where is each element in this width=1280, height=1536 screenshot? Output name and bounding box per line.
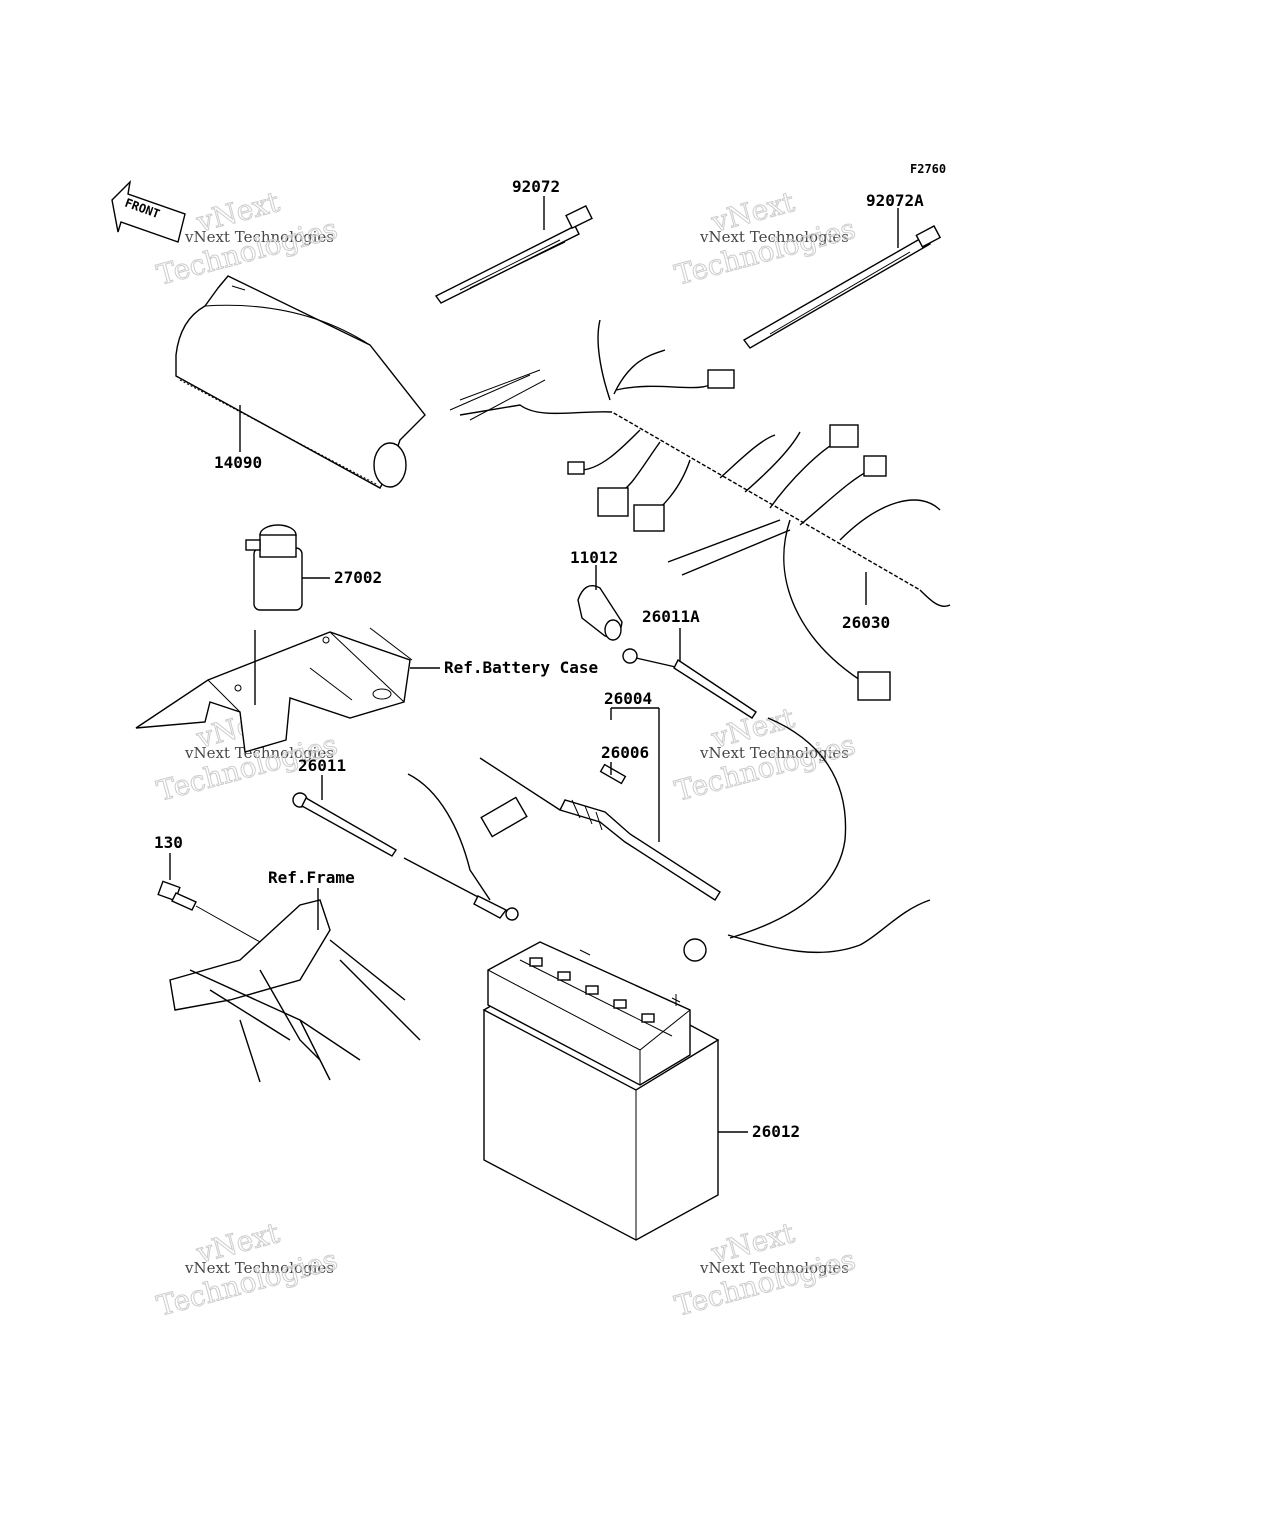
label-11012: 11012: [570, 548, 618, 567]
part-battery-cable: [683, 717, 931, 962]
label-26012: 26012: [752, 1122, 800, 1141]
label-26011: 26011: [298, 756, 346, 775]
front-arrow-icon: FRONT: [111, 179, 186, 243]
watermark-mid-right: vNext vNext Technologies Technologies: [671, 700, 860, 808]
watermark-top-right: vNext vNext Technologies Technologies: [671, 184, 860, 292]
svg-text:vNext Technologies: vNext Technologies: [699, 1259, 849, 1277]
watermark-top-left: vNext vNext Technologies Technologies: [153, 184, 342, 292]
label-92072a: 92072A: [866, 191, 924, 210]
part-14090-cover[interactable]: 14090: [175, 275, 426, 489]
ref-battery-case-label: Ref.Battery Case: [444, 658, 598, 677]
label-26006: 26006: [601, 743, 649, 762]
label-130: 130: [154, 833, 183, 852]
part-11012-boot[interactable]: 11012: [570, 548, 623, 641]
part-26030-wiring-harness[interactable]: 26030: [449, 319, 951, 701]
watermark-bottom-right: vNext vNext Technologies Technologies: [671, 1215, 860, 1323]
watermark-bottom-left: vNext vNext Technologies Technologies: [153, 1215, 342, 1323]
svg-text:vNext Technologies: vNext Technologies: [184, 1259, 334, 1277]
part-92072a-cable-tie[interactable]: 92072A: [742, 191, 942, 349]
part-26012-battery[interactable]: 26012: [482, 941, 800, 1241]
figure-code: F2760: [910, 162, 946, 176]
label-26030: 26030: [842, 613, 890, 632]
part-26006-fuse[interactable]: 26006: [599, 743, 650, 785]
part-92072-cable-tie[interactable]: 92072: [434, 177, 593, 304]
part-26011-cable[interactable]: 26011: [292, 756, 519, 921]
ref-frame: Ref.Frame: [169, 868, 421, 1083]
label-14090: 14090: [214, 453, 262, 472]
label-92072: 92072: [512, 177, 560, 196]
ref-frame-label: Ref.Frame: [268, 868, 355, 887]
ref-battery-case-bracket: Ref.Battery Case: [135, 627, 598, 753]
part-26011a-cable[interactable]: 26011A: [622, 607, 757, 719]
label-26004: 26004: [604, 689, 652, 708]
svg-text:vNext Technologies: vNext Technologies: [699, 228, 849, 246]
label-26011a: 26011A: [642, 607, 700, 626]
label-27002: 27002: [334, 568, 382, 587]
svg-text:vNext Technologies: vNext Technologies: [699, 744, 849, 762]
svg-text:vNext Technologies: vNext Technologies: [184, 744, 334, 762]
part-27002-relay[interactable]: 27002: [245, 524, 382, 611]
part-26004-fuse-holder[interactable]: 26004: [479, 689, 721, 901]
svg-text:vNext Technologies: vNext Technologies: [184, 228, 334, 246]
part-130-bolt[interactable]: 130: [154, 833, 197, 911]
